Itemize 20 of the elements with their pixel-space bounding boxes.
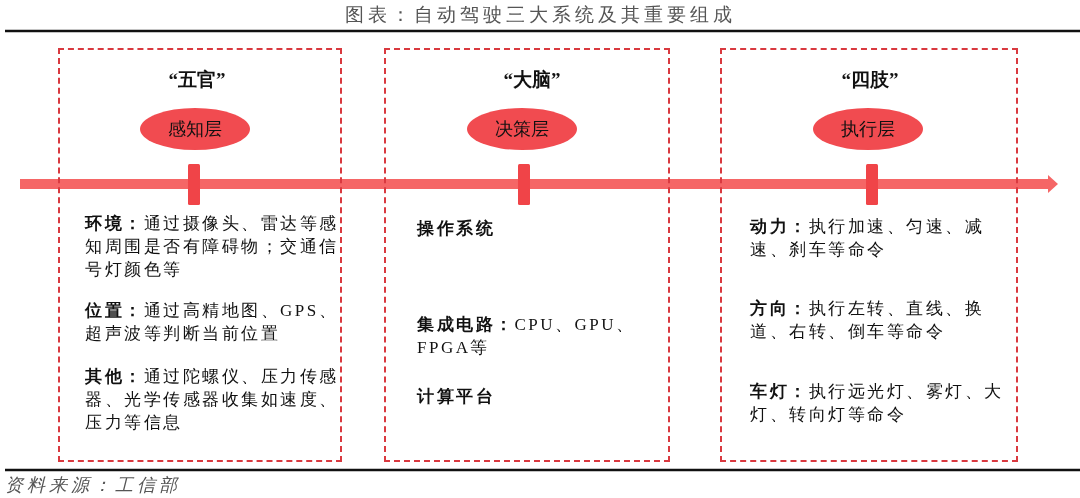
description-text: 操作系统 <box>417 218 496 240</box>
dashed-panel <box>384 48 670 462</box>
description-text: 环境：通过摄像头、雷达等感知周围是否有障碍物；交通信号灯颜色等 <box>85 213 340 281</box>
description-text: 方向：执行左转、直线、换道、右转、倒车等命令 <box>750 298 985 343</box>
source-note: 资料来源：工信部 <box>5 474 181 496</box>
dashed-panel <box>720 48 1018 462</box>
description-text: 车灯：执行远光灯、雾灯、大灯、转向灯等命令 <box>750 381 1005 426</box>
dashed-panel <box>58 48 342 462</box>
description-text: 动力：执行加速、匀速、减速、刹车等命令 <box>750 216 985 261</box>
description-text: 集成电路：CPU、GPU、FPGA等 <box>417 314 637 359</box>
description-text: 位置：通过高精地图、GPS、超声波等判断当前位置 <box>85 300 340 345</box>
layer-label: 执行层 <box>841 118 895 140</box>
description-text: 计算平台 <box>417 386 496 408</box>
section-heading: “五官” <box>168 68 226 92</box>
layer-label: 决策层 <box>495 118 549 140</box>
description-text: 其他：通过陀螺仪、压力传感器、光学传感器收集如速度、压力等信息 <box>85 366 340 434</box>
diagram-title: 图表：自动驾驶三大系统及其重要组成 <box>344 4 736 25</box>
section-heading: “四肢” <box>841 68 899 92</box>
section-heading: “大脑” <box>503 68 561 92</box>
layer-label: 感知层 <box>168 118 222 140</box>
